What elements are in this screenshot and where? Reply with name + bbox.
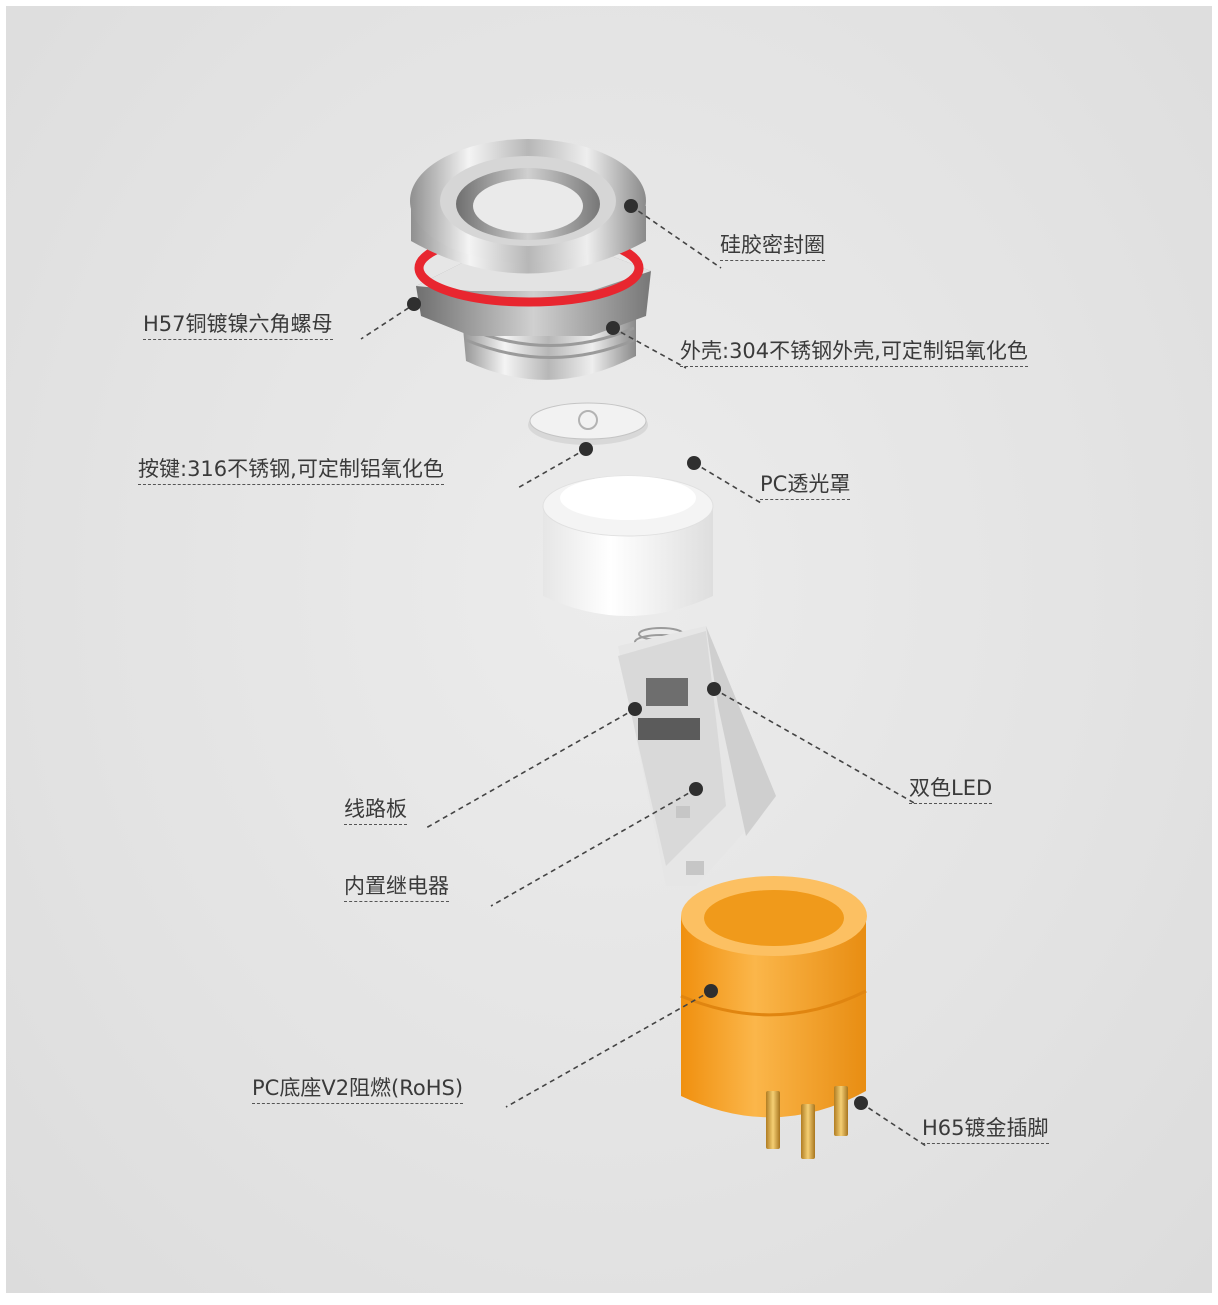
relay-block	[618, 626, 776, 886]
gold-pins	[766, 1086, 848, 1159]
metal-shell-assembly	[410, 139, 651, 380]
marker-dots	[407, 199, 868, 1110]
label-hex-nut: H57铜镀镍六角螺母	[143, 312, 333, 340]
exploded-diagram: 硅胶密封圈 H57铜镀镍六角螺母 外壳:304不锈钢外壳,可定制铝氧化色 按键:…	[6, 6, 1212, 1293]
button-disk	[528, 402, 648, 445]
pc-base	[680, 876, 867, 1118]
leader-lines	[360, 205, 927, 1147]
label-outer-shell: 外壳:304不锈钢外壳,可定制铝氧化色	[680, 339, 1028, 367]
label-circuit-board: 线路板	[344, 797, 407, 825]
diagram-illustration	[360, 139, 927, 1159]
label-pc-base: PC底座V2阻燃(RoHS)	[252, 1076, 464, 1104]
label-silicone-seal: 硅胶密封圈	[720, 233, 825, 261]
label-bicolor-led: 双色LED	[909, 776, 993, 804]
label-relay: 内置继电器	[344, 874, 449, 902]
pc-cover	[542, 475, 714, 616]
label-button-key: 按键:316不锈钢,可定制铝氧化色	[138, 457, 444, 485]
label-pc-cover: PC透光罩	[760, 472, 851, 500]
label-gold-pins: H65镀金插脚	[922, 1116, 1049, 1144]
